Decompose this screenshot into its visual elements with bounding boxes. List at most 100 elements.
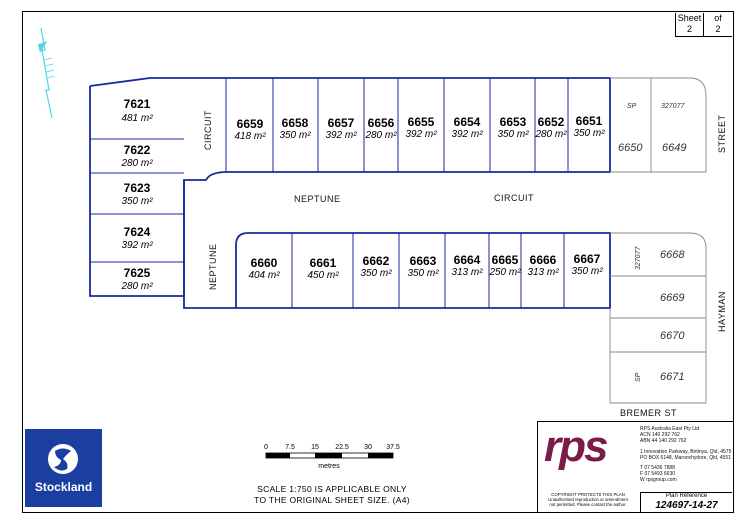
lot-area: 280 m² [364,130,397,141]
lot-area: 392 m² [405,129,437,140]
future-lots [609,77,707,404]
lot-number: 6652 [538,115,565,129]
lot-number: 6653 [500,115,527,129]
scale-tick-label: 15 [311,444,319,451]
lot-area: 350 m² [279,130,311,141]
lot-number: 6667 [574,252,601,266]
sp-label-vertical: SP [635,372,642,382]
copyright-line: not permitted. Please contact the author… [549,502,627,507]
plan-reference-label: Plan Reference [665,493,708,499]
future-lot-labels: SP 327077 6650 6649 327077 6668 6669 667… [618,103,686,383]
sheet-label: Sheet [677,13,702,23]
lot-area: 404 m² [248,270,280,281]
future-lot-number: 6671 [660,371,684,383]
plan-number-vertical: 327077 [635,246,642,270]
lot-area: 350 m² [121,196,153,207]
lot-area: 392 m² [451,129,483,140]
rps-web: W rpsgroup.com [640,477,677,484]
scale-unit: metres [318,463,340,470]
copyright-line: COPYRIGHT PROTECTS THIS PLAN [551,492,625,497]
lot-number: 7621 [124,97,151,111]
lot-area: 280 m² [534,129,567,140]
lot-area: 392 m² [325,130,357,141]
rps-fax: F 07 5493 6630 [640,471,676,478]
street-circuit-vertical: CIRCUIT [203,110,213,150]
sheet-number-box: Sheet 2 of 2 [675,13,732,37]
future-lot-number: 6670 [660,330,685,342]
lot-area: 280 m² [120,281,153,292]
sheet-of-label: of [714,13,722,23]
stockland-logo: Stockland [25,429,102,507]
rps-abn: ABN 44 140 292 762 [640,438,687,445]
scale-bar: 0 7.5 15 22.5 30 37.5 metres [264,444,400,470]
scale-tick-label: 22.5 [335,444,349,451]
scale-note: SCALE 1:750 IS APPLICABLE ONLY TO THE OR… [232,484,432,506]
scale-note-line: SCALE 1:750 IS APPLICABLE ONLY [257,484,407,494]
street-bremer: BREMER ST [620,408,677,418]
lot-area: 350 m² [360,268,392,279]
south-lot-lines [291,233,565,308]
sp-label: SP [627,103,637,110]
street-label-vertical: STREET [717,114,727,153]
lot-number: 6657 [328,116,355,130]
north-arrow-icon [37,27,56,119]
lot-area: 481 m² [121,113,153,124]
rps-phone: T 07 5436 7888 [640,465,675,472]
north-lot-lines [225,78,569,172]
plan-reference-box: Plan Reference 124697-14-27 [640,492,732,512]
future-lot-number: 6668 [660,249,685,261]
lot-number: 6655 [408,115,435,129]
sheet-number: 2 [686,24,692,34]
plan-number: 327077 [661,103,685,110]
street-circuit: CIRCUIT [494,193,534,203]
scale-note-line: TO THE ORIGINAL SHEET SIZE. (A4) [254,495,410,505]
future-lot-number: 6649 [662,142,686,154]
scale-tick-label: 0 [264,444,268,451]
scale-tick-label: 37.5 [386,444,400,451]
west-lots: 7621 481 m² 7622 280 m² 7623 350 m² 7624… [120,97,153,292]
lot-number: 7622 [124,143,151,157]
rps-acn: ACN 140 292 762 [640,432,680,439]
lot-area: 350 m² [497,129,529,140]
lot-number: 6661 [310,256,337,270]
lot-number: 7625 [124,266,151,280]
lot-number: 6660 [251,256,278,270]
rps-address: PO BOX 6148, Maroochydore, Qld, 4551 [640,454,731,461]
scale-tick-label: 7.5 [285,444,295,451]
street-neptune-vertical: NEPTUNE [208,243,218,290]
lot-number: 6664 [454,253,481,267]
west-lot-lines [90,138,184,263]
street-names: NEPTUNE CIRCUIT CIRCUIT NEPTUNE STREET H… [203,110,727,418]
street-hayman-vertical: HAYMAN [717,291,727,332]
lot-area: 350 m² [407,268,439,279]
copyright-line: Unauthorised reproduction or amendment [548,497,628,502]
lot-area: 280 m² [120,158,153,169]
lot-number: 6663 [410,254,437,268]
stockland-emblem-icon [48,444,78,474]
lot-number: 7624 [124,225,151,239]
lot-area: 418 m² [234,131,266,142]
rps-company: RPS Australia East Pty Ltd [640,426,700,432]
lot-number: 6656 [368,116,395,130]
rps-address: 1 Innovation Parkway, Birtinya, Qld, 457… [640,448,732,455]
lot-area: 450 m² [307,270,339,281]
lot-number: 6662 [363,254,390,268]
lot-area: 392 m² [121,240,153,251]
lot-number: 6654 [454,115,481,129]
lot-area: 350 m² [571,266,603,277]
future-lot-number: 6650 [618,142,643,154]
north-lots: 6659 418 m² 6658 350 m² 6657 392 m² 6656… [234,114,605,142]
lot-number: 6658 [282,116,309,130]
west-lots-boundary [89,86,184,297]
rps-company-info: RPS Australia East Pty Ltd ACN 140 292 7… [640,426,732,484]
lot-area: 350 m² [573,128,605,139]
sheet-frame [22,11,734,513]
plan-reference-number: 124697-14-27 [655,500,718,511]
copyright-notice: COPYRIGHT PROTECTS THIS PLAN Unauthorise… [540,492,636,507]
lot-number: 7623 [124,181,151,195]
street-neptune: NEPTUNE [294,194,341,204]
rps-title-block: rps RPS Australia East Pty Ltd ACN 140 2… [537,421,733,512]
lot-area: 250 m² [488,267,521,278]
lot-area: 313 m² [451,267,483,278]
